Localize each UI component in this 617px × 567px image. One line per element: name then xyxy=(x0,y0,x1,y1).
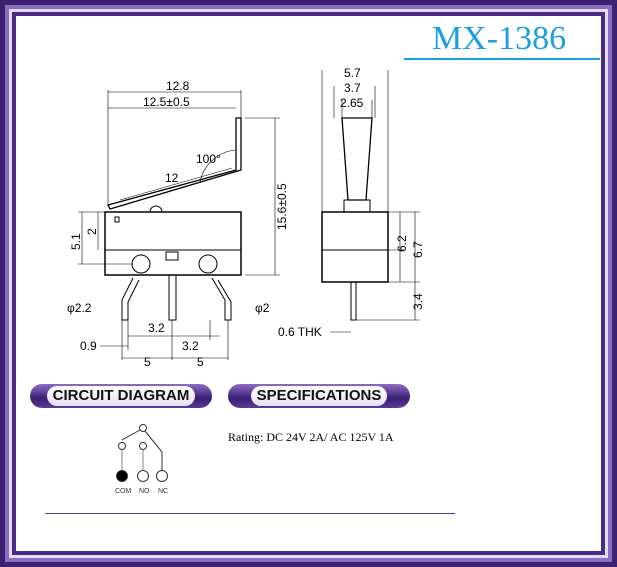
title-underline xyxy=(404,58,600,60)
dim-label: 6.7 xyxy=(411,241,425,258)
dim-label: 5.1 xyxy=(69,233,83,250)
terminal-label-com: COM xyxy=(115,488,132,495)
end-view-dims: 5.7 3.7 2.65 6.2 6.7 3.4 0.6 THK xyxy=(278,66,425,339)
dim-label: 2 xyxy=(85,228,99,235)
dim-label: 3.7 xyxy=(344,81,361,95)
content-area xyxy=(12,12,605,555)
circuit-diagram xyxy=(116,424,168,482)
dim-label: φ2 xyxy=(255,301,270,315)
frame-border xyxy=(9,9,608,558)
end-view xyxy=(321,70,420,333)
divider xyxy=(45,513,455,514)
dim-label: 5.7 xyxy=(344,66,361,80)
dim-label: 5 xyxy=(197,355,204,369)
dim-label: 6.2 xyxy=(395,235,409,252)
terminal-label-no: NO xyxy=(139,488,150,495)
dim-label: 0.6 THK xyxy=(278,325,322,339)
dim-label: φ2.2 xyxy=(67,301,92,315)
rating-text: Rating: DC 24V 2A/ AC 125V 1A xyxy=(228,430,394,444)
dim-label: 0.9 xyxy=(80,339,97,353)
dim-label: 3.2 xyxy=(148,321,165,335)
dim-label: 100° xyxy=(196,152,221,166)
terminal-label-nc: NC xyxy=(158,488,169,495)
dim-label: 15.6±0.5 xyxy=(275,183,289,230)
frame-border xyxy=(5,5,612,562)
dim-label: 3.4 xyxy=(411,293,425,310)
dim-label: 2.65 xyxy=(340,96,364,110)
dim-label: 12.5±0.5 xyxy=(143,95,190,109)
dim-label: 3.2 xyxy=(182,339,199,353)
dim-label: 12.8 xyxy=(166,79,190,93)
dim-label: 12 xyxy=(165,171,179,185)
specifications-label: SPECIFICATIONS xyxy=(250,386,388,406)
circuit-diagram-label: CIRCUIT DIAGRAM xyxy=(46,386,196,406)
circuit-diagram-header: CIRCUIT DIAGRAM xyxy=(30,384,212,408)
specifications-header: SPECIFICATIONS xyxy=(228,384,410,408)
model-title: MX-1386 xyxy=(432,20,567,57)
side-view-dims: 12.8 12.5±0.5 100° 12 15.6±0.5 5.1 2 φ2.… xyxy=(67,79,289,369)
dim-label: 5 xyxy=(144,355,151,369)
side-view xyxy=(78,90,280,360)
